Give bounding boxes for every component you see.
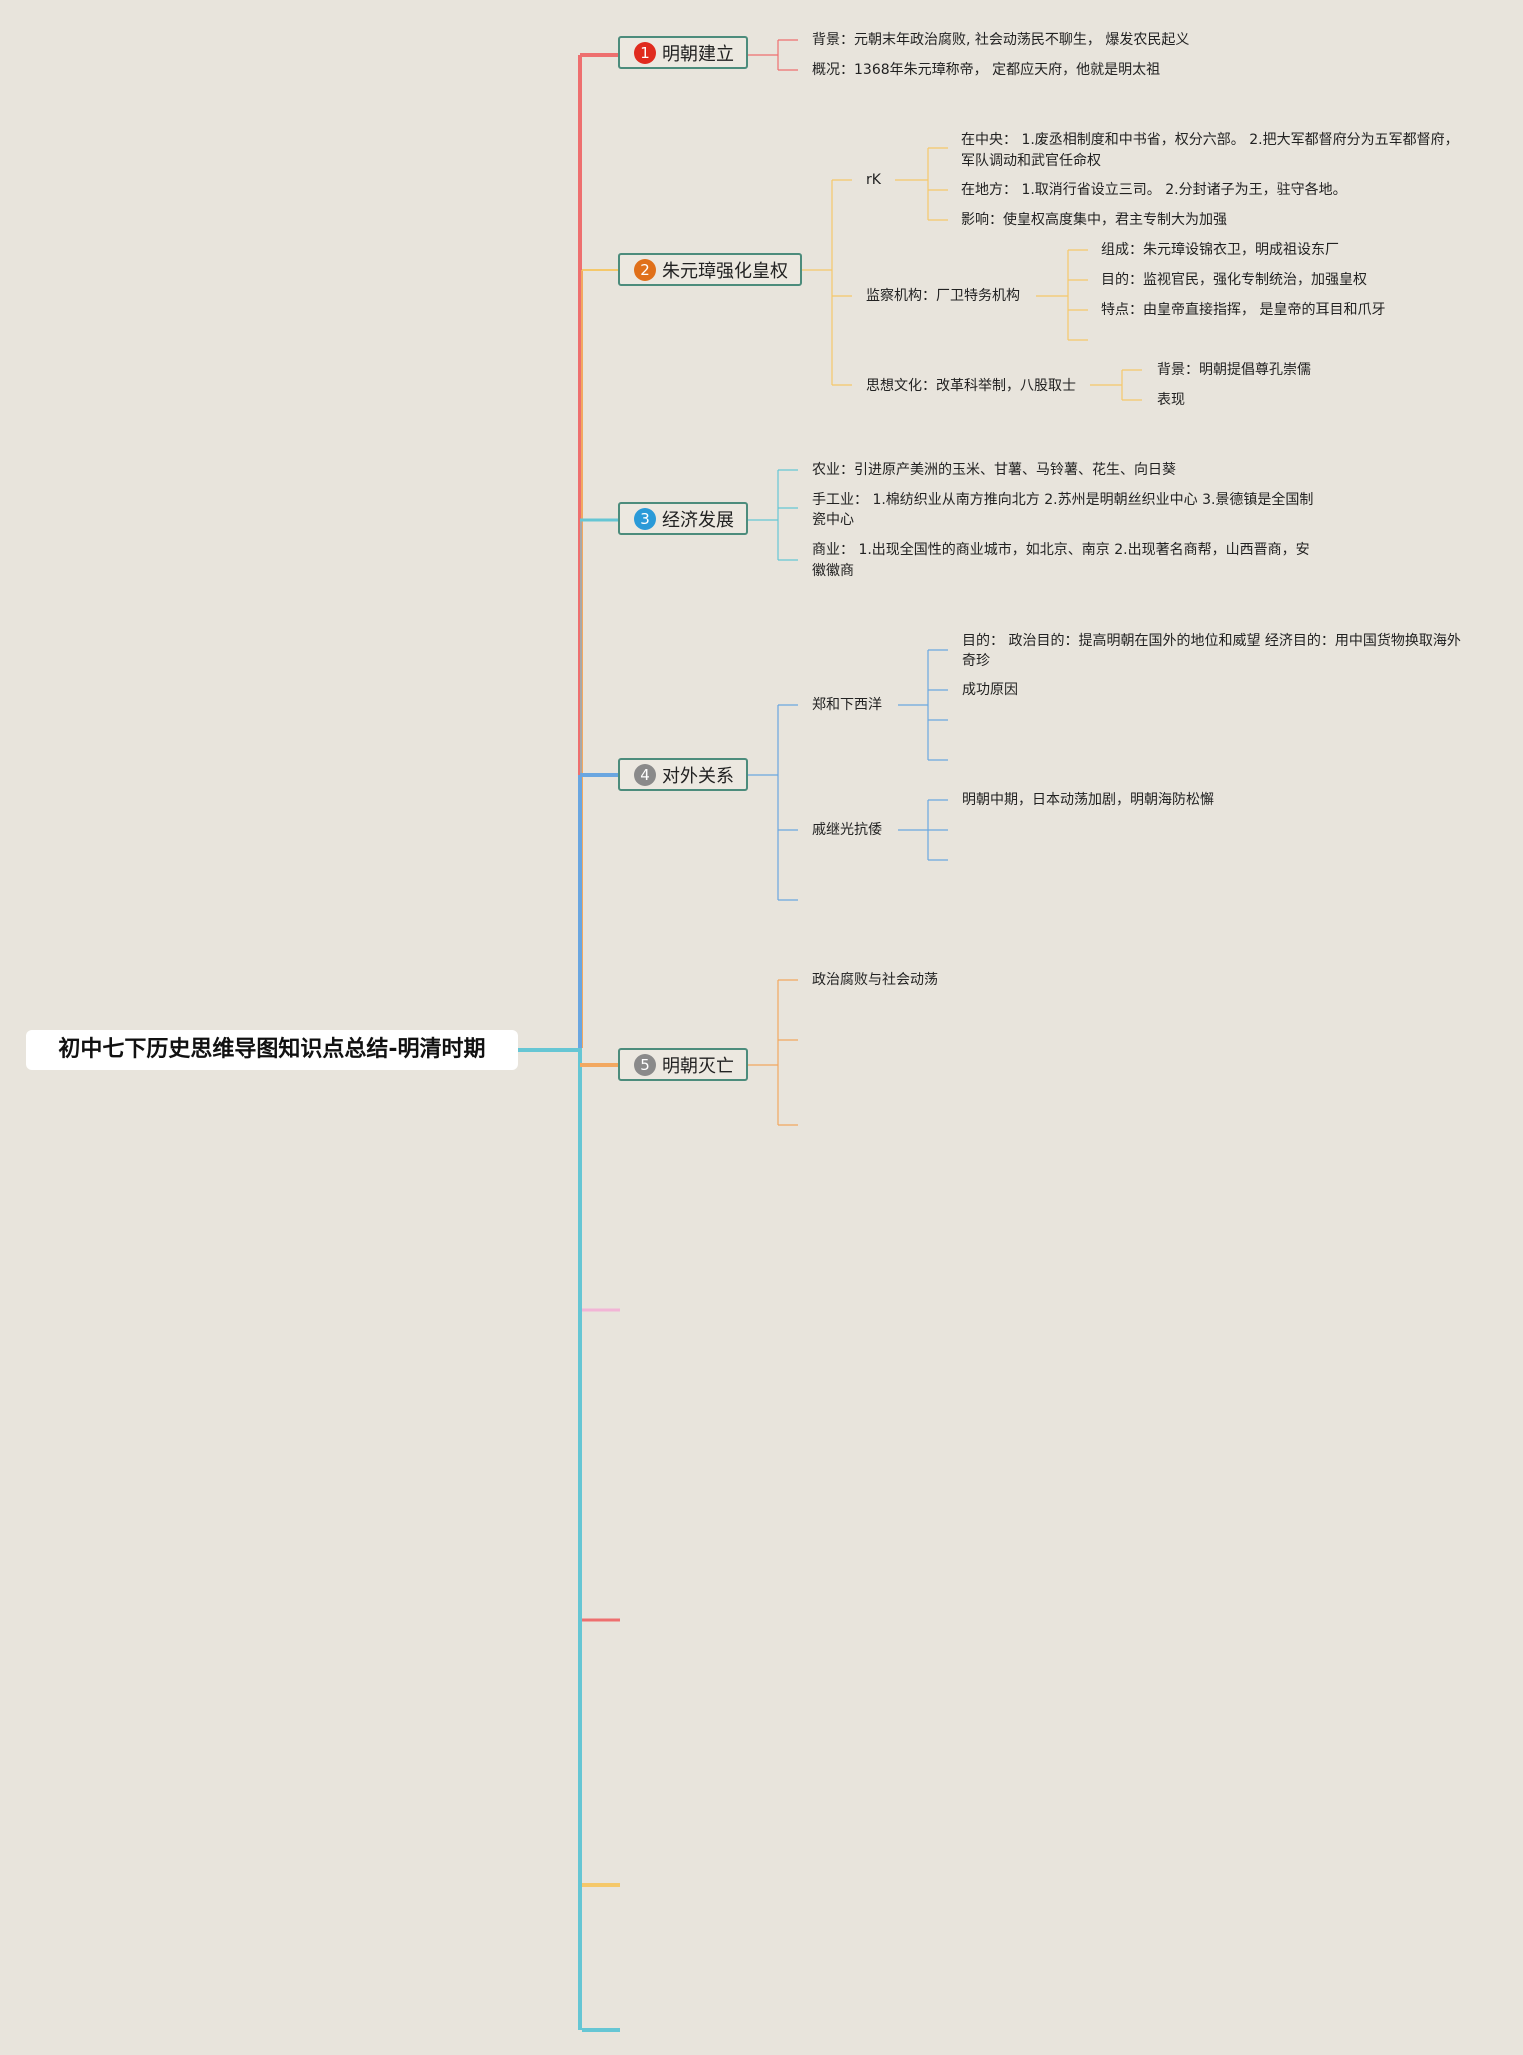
leaf-culture-background[interactable]: 背景：明朝提倡尊孔崇儒 <box>1157 362 1311 378</box>
number-badge: 3 <box>634 507 656 530</box>
topic-label: 明朝灭亡 <box>662 1055 734 1077</box>
leaf-manifestation[interactable]: 表现 <box>1157 392 1185 408</box>
topic-label: 对外关系 <box>662 765 734 787</box>
leaf-background[interactable]: 背景：元朝末年政治腐败, 社会动荡民不聊生， 爆发农民起义 <box>812 32 1190 48</box>
topic2-branches <box>802 147 1142 401</box>
leaf-commerce[interactable]: 商业： 1.出现全国性的商业城市，如北京、南京 2.出现著名商帮，山西晋商，安 <box>812 542 1310 558</box>
leaf-impact[interactable]: 影响：使皇权高度集中，君主专制大为加强 <box>961 212 1227 228</box>
leaf-voyage-purpose[interactable]: 目的： 政治目的：提高明朝在国外的地位和威望 经济目的：用中国货物换取海外 <box>962 633 1461 649</box>
number-badge: 5 <box>634 1053 656 1076</box>
leaf-local[interactable]: 在地方： 1.取消行省设立三司。 2.分封诸子为王，驻守各地。 <box>961 182 1347 198</box>
leaf-composition[interactable]: 组成：朱元璋设锦衣卫，明成祖设东厂 <box>1101 242 1339 258</box>
leaf-agriculture[interactable]: 农业：引进原产美洲的玉米、甘薯、马铃薯、花生、向日葵 <box>812 462 1176 478</box>
topic-foreign-relations[interactable]: 4 对外关系 <box>618 758 748 791</box>
topic-ming-founding[interactable]: 1 明朝建立 <box>618 36 748 69</box>
subtopic-qi-jiguang[interactable]: 戚继光抗倭 <box>812 822 882 838</box>
number-badge: 4 <box>634 763 656 786</box>
topic5-branches <box>748 979 798 1126</box>
leaf-wokou-cause[interactable]: 明朝中期，日本动荡加剧，明朝海防松懈 <box>962 792 1214 808</box>
leaf-overview[interactable]: 概况：1368年朱元璋称帝， 定都应天府，他就是明太祖 <box>812 62 1161 78</box>
topic-label: 朱元璋强化皇权 <box>662 260 788 282</box>
leaf-central-cont[interactable]: 军队调动和武官任命权 <box>961 153 1101 169</box>
topic-strengthen-power[interactable]: 2 朱元璋强化皇权 <box>618 253 802 286</box>
number-badge: 2 <box>634 258 656 281</box>
topic3-branches <box>748 469 798 561</box>
topic-economy[interactable]: 3 经济发展 <box>618 502 748 535</box>
topic1-branches <box>748 39 798 71</box>
subtopic-culture[interactable]: 思想文化：改革科举制，八股取士 <box>866 378 1076 394</box>
leaf-corruption[interactable]: 政治腐败与社会动荡 <box>812 972 938 988</box>
leaf-central[interactable]: 在中央： 1.废丞相制度和中书省，权分六部。 2.把大军都督府分为五军都督府， <box>961 132 1459 148</box>
leaf-success-reason[interactable]: 成功原因 <box>962 682 1018 698</box>
subtopic-supervision[interactable]: 监察机构：厂卫特务机构 <box>866 288 1020 304</box>
leaf-handicraft-cont[interactable]: 瓷中心 <box>812 512 854 528</box>
subtopic-rk[interactable]: rK <box>866 172 881 188</box>
topic4-branches <box>748 649 948 901</box>
topic-ming-fall[interactable]: 5 明朝灭亡 <box>618 1048 748 1081</box>
leaf-handicraft[interactable]: 手工业： 1.棉纺织业从南方推向北方 2.苏州是明朝丝织业中心 3.景德镇是全国… <box>812 492 1314 508</box>
subtopic-zheng-he[interactable]: 郑和下西洋 <box>812 697 882 713</box>
topic-label: 经济发展 <box>662 509 734 531</box>
root-topic[interactable]: 初中七下历史思维导图知识点总结-明清时期 <box>26 1030 518 1070</box>
number-badge: 1 <box>634 41 656 64</box>
leaf-voyage-purpose-cont[interactable]: 奇珍 <box>962 653 990 669</box>
leaf-commerce-cont[interactable]: 徽徽商 <box>812 563 854 579</box>
leaf-feature[interactable]: 特点：由皇帝直接指挥， 是皇帝的耳目和爪牙 <box>1101 302 1386 318</box>
topic-label: 明朝建立 <box>662 43 734 65</box>
leaf-purpose[interactable]: 目的：监视官民，强化专制统治，加强皇权 <box>1101 272 1367 288</box>
